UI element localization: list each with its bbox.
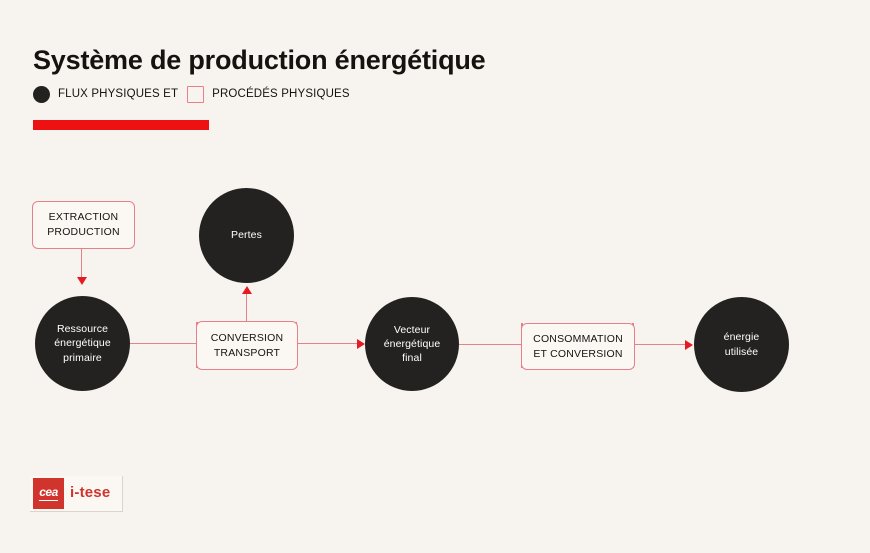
cea-logo-text: cea (39, 485, 58, 501)
connector-ressource-to-conversion (130, 343, 197, 345)
connector-vecteur-to-consommation (459, 344, 522, 346)
node-vecteur-energetique-final[interactable]: Vecteur énergétique final (365, 297, 459, 391)
node-consommation-line2: ET CONVERSION (533, 347, 623, 360)
node-vecteur-line3: final (402, 352, 422, 365)
node-energie-utilisee[interactable]: énergie utilisée (694, 297, 789, 392)
node-extraction-production[interactable]: EXTRACTION PRODUCTION (32, 201, 135, 249)
connector-conversion-to-vecteur (296, 343, 358, 345)
connector-consommation-to-energie (633, 344, 688, 346)
node-pertes-label: Pertes (231, 229, 262, 242)
itese-logo-text: i-tese (70, 484, 111, 501)
node-consommation-line1: CONSOMMATION (533, 332, 623, 345)
node-ressource-line3: primaire (63, 351, 102, 364)
node-ressource-line2: énergétique (54, 337, 111, 350)
legend-flux-label: FLUX PHYSIQUES ET (58, 88, 179, 100)
node-extraction-line2: PRODUCTION (47, 226, 120, 238)
node-consommation-et-conversion[interactable]: CONSOMMATION ET CONVERSION (521, 323, 635, 370)
node-conversion-line2: TRANSPORT (213, 346, 281, 359)
logo: cea i-tese (30, 476, 123, 512)
node-energie-line1: énergie (723, 331, 760, 344)
flux-dot-icon (33, 85, 50, 103)
page-title: Système de production énergétique (33, 45, 486, 75)
node-ressource-line1: Ressource (56, 323, 109, 336)
arrowhead-right-energie (685, 340, 693, 350)
connector-conversion-to-pertes (246, 293, 248, 322)
node-conversion-transport[interactable]: CONVERSION TRANSPORT (196, 321, 298, 370)
arrowhead-up-pertes (242, 286, 252, 294)
node-energie-line2: utilisée (724, 345, 759, 358)
cea-logo-icon: cea (33, 478, 64, 509)
node-vecteur-line2: énergétique (383, 337, 441, 350)
node-extraction-line1: EXTRACTION (48, 211, 119, 224)
arrowhead-down-ressource (77, 277, 87, 285)
connector-extraction-to-ressource (81, 248, 83, 279)
legend: FLUX PHYSIQUES ET PROCÉDÉS PHYSIQUES (33, 84, 350, 104)
legend-process-label: PROCÉDÉS PHYSIQUES (212, 88, 350, 100)
node-conversion-line1: CONVERSION (210, 331, 284, 344)
node-pertes[interactable]: Pertes (199, 188, 294, 283)
node-vecteur-line1: Vecteur (393, 323, 431, 336)
process-square-icon (187, 85, 205, 103)
arrowhead-right-vecteur (357, 339, 365, 349)
node-ressource-energetique-primaire[interactable]: Ressource énergétique primaire (35, 296, 130, 391)
accent-bar (33, 120, 209, 130)
